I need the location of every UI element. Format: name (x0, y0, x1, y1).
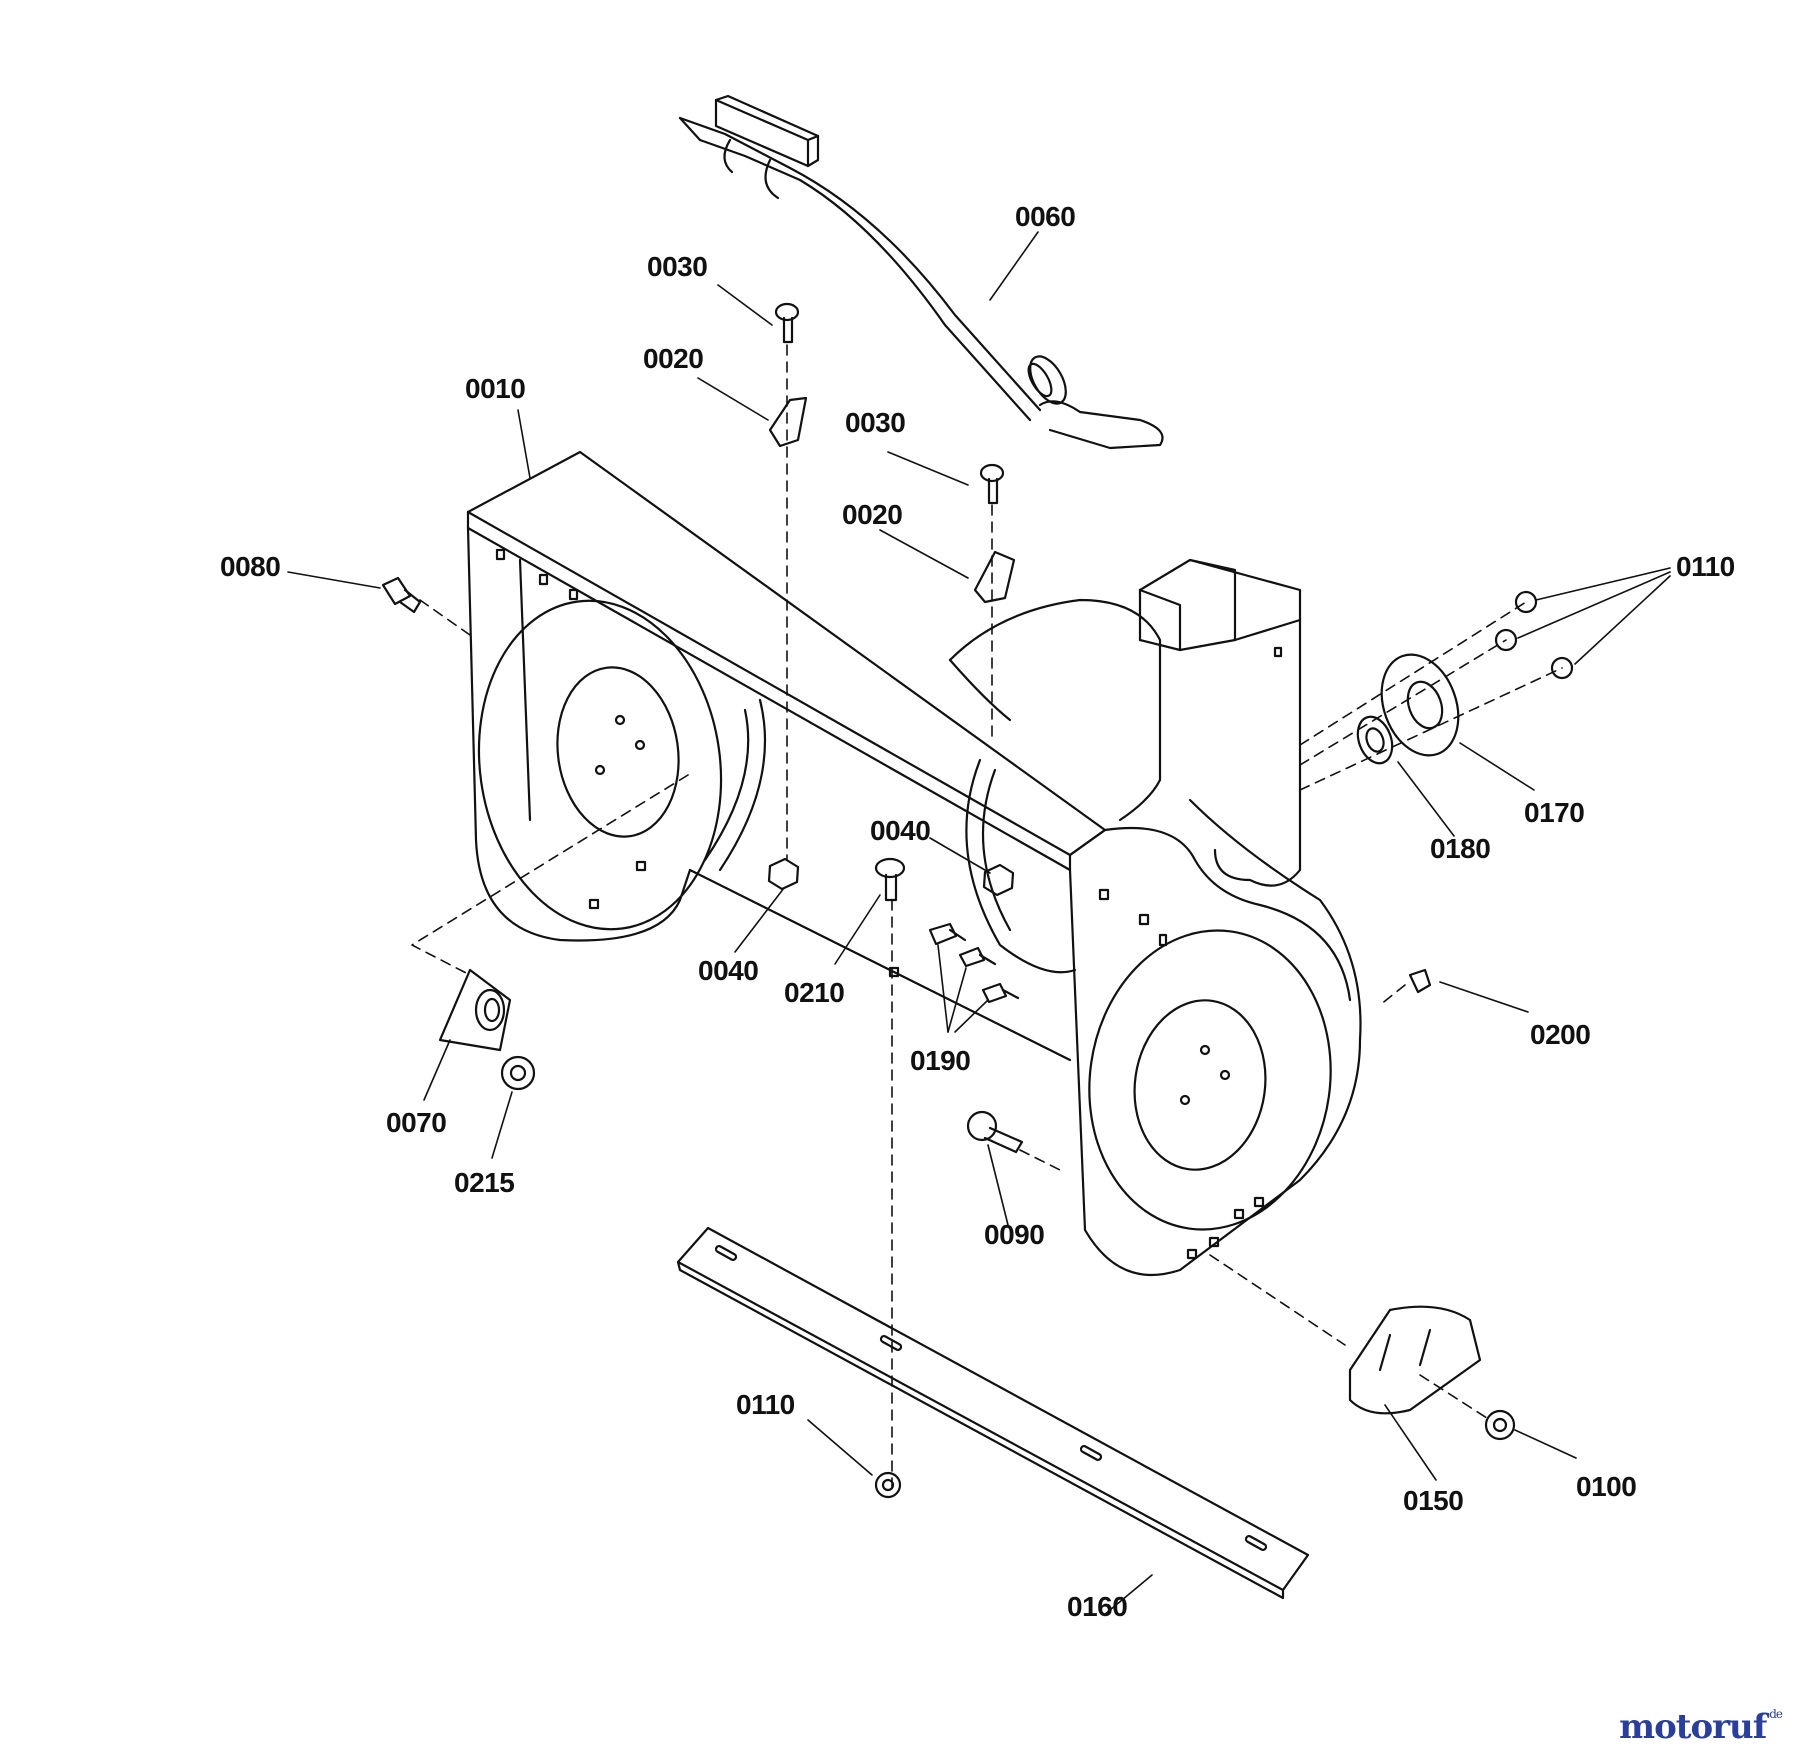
flange-nuts-0110 (1494, 590, 1574, 680)
callout-0080: 0080 (220, 551, 280, 582)
callout-0030-left: 0030 (647, 251, 707, 282)
ball-bearing-0180 (1356, 715, 1394, 765)
assembly-dashes (411, 344, 1563, 1491)
callout-0040-top: 0040 (870, 815, 930, 846)
callout-0110-right: 0110 (1676, 551, 1735, 582)
auger-housing (466, 450, 1362, 1277)
clip-0020-right (973, 550, 1016, 604)
leader-lines (287, 231, 1671, 1616)
callout-0030-right: 0030 (845, 407, 905, 438)
callout-0070: 0070 (386, 1107, 446, 1138)
hex-nut-0040-left (767, 857, 800, 891)
motoruf-logo: motoruf.de (1619, 1707, 1783, 1747)
callout-0020-right: 0020 (842, 499, 902, 530)
logo-tld: .de (1766, 1707, 1783, 1721)
carriage-bolts-0190 (928, 922, 1020, 1004)
screw-0030-right (979, 463, 1005, 505)
flange-nut-0110-bottom (874, 1471, 902, 1499)
callout-0010: 0010 (465, 373, 525, 404)
callout-0040-left: 0040 (698, 955, 758, 986)
callout-0210: 0210 (784, 977, 844, 1008)
plug-0200 (1408, 968, 1432, 994)
hex-bolt-0080 (381, 576, 422, 614)
scraper-bar-0160 (676, 1226, 1310, 1600)
callout-0090: 0090 (984, 1219, 1044, 1250)
callout-0110-bottom: 0110 (736, 1389, 795, 1420)
callout-0060: 0060 (1015, 201, 1075, 232)
hex-nut-0040-top (982, 863, 1015, 897)
hex-nut-0100 (1484, 1409, 1516, 1441)
bearing-flange-0170 (1380, 653, 1460, 757)
skid-shoe-0150 (1348, 1305, 1482, 1415)
callout-0200: 0200 (1530, 1019, 1590, 1050)
callout-0190: 0190 (910, 1045, 970, 1076)
callout-labels: 0060 0030 0020 0010 0030 0020 0080 0110 … (220, 201, 1735, 1622)
callout-0020-left: 0020 (643, 343, 703, 374)
callout-0160: 0160 (1067, 1591, 1127, 1622)
callout-0180: 0180 (1430, 833, 1490, 864)
hex-nut-0215 (500, 1055, 536, 1091)
callout-0100: 0100 (1576, 1471, 1636, 1502)
carriage-bolt-0090 (966, 1110, 1024, 1154)
screw-0030-left (774, 302, 800, 344)
callout-0215: 0215 (454, 1167, 514, 1198)
carriage-bolt-0210 (874, 857, 906, 902)
bearing-flange-left (438, 968, 512, 1052)
callout-0150: 0150 (1403, 1485, 1463, 1516)
logo-text: motoruf (1619, 1707, 1767, 1747)
chute-crank-rod (678, 94, 1164, 450)
callout-0170: 0170 (1524, 797, 1584, 828)
clip-0020-left (768, 396, 808, 448)
